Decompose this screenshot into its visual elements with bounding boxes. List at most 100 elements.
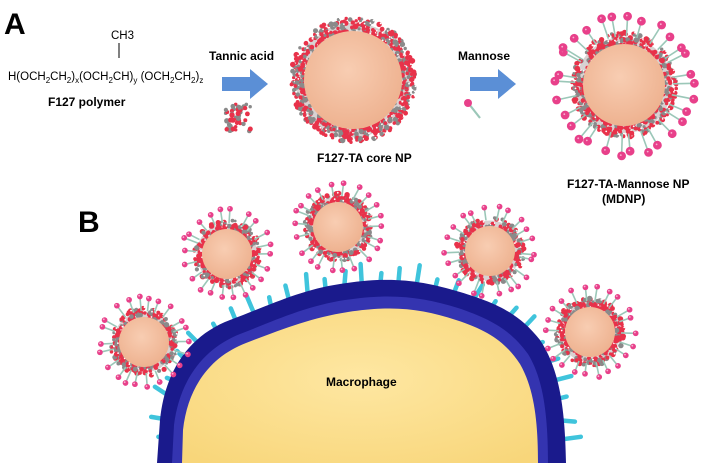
mannose-molecule (464, 99, 481, 119)
tannic-acid-oxygen (610, 306, 615, 311)
mannose-highlight (683, 51, 686, 54)
tannic-acid-oxygen (401, 95, 407, 101)
mannose-highlight (561, 45, 564, 48)
tannic-acid-oxygen (343, 129, 350, 136)
mannose-highlight (147, 296, 150, 299)
tannic-acid-oxygen (304, 117, 308, 121)
formula-segment: ) (196, 71, 200, 83)
mannose-head (653, 140, 662, 150)
tannic-acid-hydrogen (252, 262, 255, 265)
mannose-head (523, 226, 530, 233)
mannose-highlight (583, 285, 586, 288)
tannic-acid-carbon (230, 218, 235, 223)
mannose-highlight (619, 154, 622, 157)
tannic-acid-oxygen (608, 352, 613, 356)
mannose-head (181, 261, 188, 268)
tannic-acid-hydrogen (560, 329, 563, 332)
tannic-acid-carbon (593, 122, 597, 126)
np-core (304, 31, 402, 129)
tannic-acid-oxygen (406, 94, 410, 99)
mannose-highlight (584, 28, 587, 31)
mannose-head (314, 264, 321, 270)
mannose-highlight (595, 285, 598, 287)
mannose-highlight (680, 120, 683, 122)
mdnp-label-line2: (MDNP) (602, 192, 645, 206)
tannic-acid-hydrogen (322, 28, 324, 31)
mannose-highlight (625, 14, 628, 17)
mannose-highlight (309, 259, 312, 262)
tannic-acid-oxygen (119, 317, 124, 322)
tannic-acid-hydrogen (312, 246, 315, 249)
tannic-acid-carbon (632, 33, 636, 37)
mannose-highlight (668, 35, 671, 37)
panel-a-label: A (4, 8, 26, 41)
tannic-acid-carbon (302, 54, 307, 59)
tannic-acid-oxygen (620, 335, 626, 341)
tannic-acid-hydrogen (634, 31, 636, 34)
mannose-head (217, 206, 224, 213)
tannic-acid-carbon (244, 102, 249, 107)
tannic-acid-hydrogen (298, 73, 300, 75)
formula-subscript: y (133, 76, 137, 85)
tannic-acid-carbon (157, 368, 162, 373)
mannose-head (607, 12, 617, 22)
mannose-head (471, 290, 477, 297)
mannose-highlight (331, 268, 333, 271)
mannose-head (207, 212, 214, 218)
tannic-acid-oxygen (289, 82, 294, 87)
tannic-acid-hydrogen (372, 19, 375, 22)
tannic-acid-hydrogen (390, 115, 393, 117)
mannose-highlight (158, 380, 160, 383)
tannic-acid-carbon (609, 310, 613, 314)
mannose-highlight (457, 281, 459, 284)
mannose-head (97, 349, 103, 356)
mannose-head (690, 78, 699, 88)
tannic-acid-oxygen (194, 262, 198, 267)
mannose-head (197, 287, 204, 293)
tannic-acid-hydrogen (363, 22, 366, 25)
mannose-highlight (597, 375, 600, 378)
tannic-acid-oxygen (559, 338, 564, 342)
tannic-acid-carbon (574, 89, 579, 94)
mannose-head (227, 205, 233, 212)
tannic-acid-hydrogen (401, 100, 404, 103)
tannic-acid-oxygen (344, 192, 350, 198)
mannose-head (596, 374, 603, 380)
tannic-acid-hydrogen (130, 309, 133, 312)
tannic-acid-oxygen (460, 237, 465, 242)
tannic-acid-hydrogen (599, 128, 602, 130)
np-core (313, 202, 363, 252)
tannic-acid-oxygen (407, 67, 414, 73)
tannic-acid-carbon (663, 88, 669, 94)
mannose-highlight (692, 97, 694, 100)
tannic-acid-oxygen (339, 195, 344, 201)
tannic-acid-carbon (230, 103, 236, 109)
tannic-acid-hydrogen (597, 304, 600, 306)
tannic-acid-oxygen (596, 124, 601, 129)
tannic-acid-oxygen (305, 120, 310, 124)
tannic-acid-carbon (572, 72, 576, 75)
core-nanoparticle (289, 16, 417, 144)
mannose-highlight (480, 294, 482, 296)
tannic-acid-oxygen (399, 52, 403, 56)
tannic-acid-carbon (137, 312, 143, 318)
mannose-head (678, 117, 687, 127)
mannose-highlight (583, 372, 586, 374)
tannic-acid-carbon (605, 309, 610, 315)
mannose-highlight (442, 251, 445, 253)
tannic-acid-oxygen (251, 267, 256, 272)
tannic-acid-hydrogen (369, 22, 372, 25)
tannic-acid-oxygen (250, 250, 257, 256)
mannose-head (568, 287, 574, 294)
mannose-highlight (116, 375, 119, 378)
mannose-head (101, 317, 108, 323)
tannic-acid-oxygen (321, 132, 326, 136)
mannose-highlight (453, 273, 456, 276)
tannic-acid-hydrogen (348, 196, 351, 199)
tannic-acid-carbon (379, 131, 384, 136)
tannic-acid-hydrogen (410, 92, 412, 94)
tannic-acid-carbon (308, 110, 314, 116)
tannic-acid-oxygen (641, 40, 646, 45)
mannose-head (622, 352, 629, 359)
mannose-highlight (231, 295, 234, 298)
